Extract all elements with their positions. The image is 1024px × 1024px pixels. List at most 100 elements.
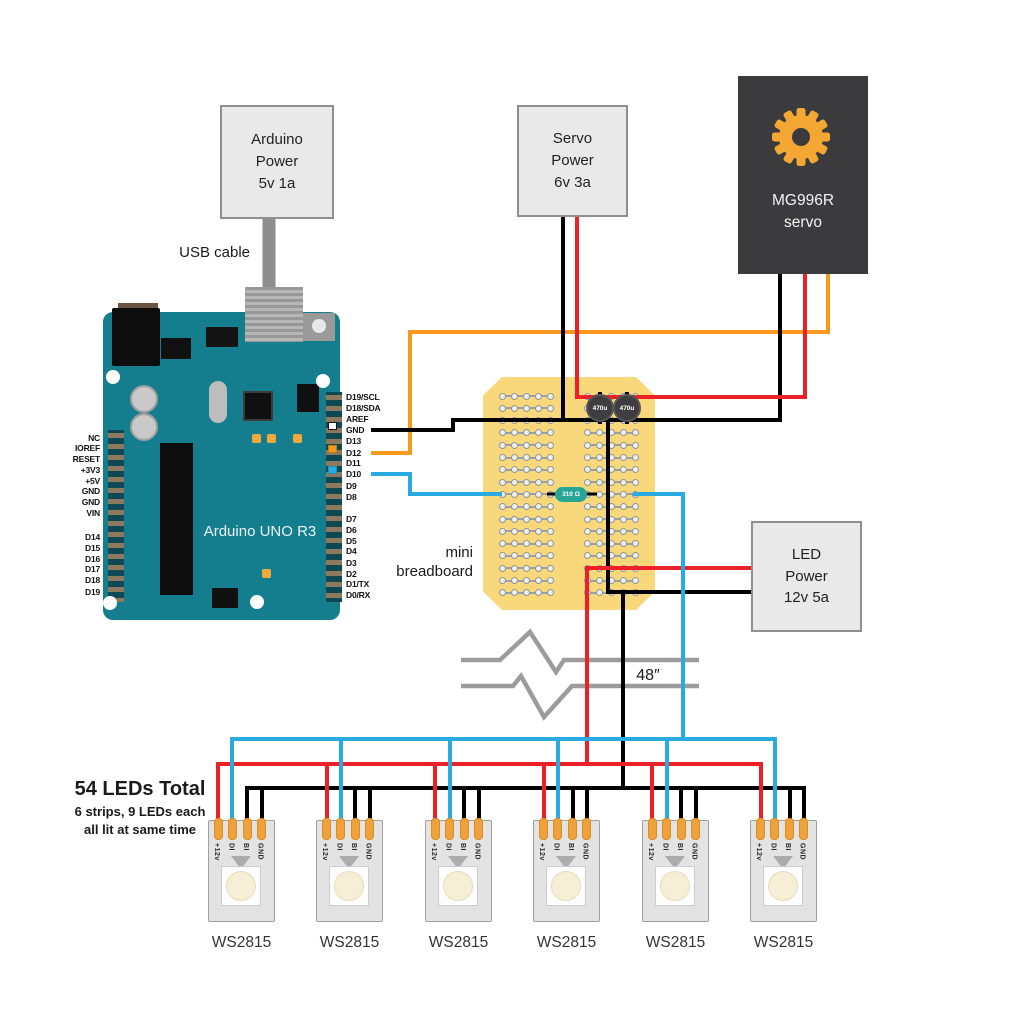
breadboard-hole xyxy=(631,540,639,548)
breadboard-hole xyxy=(522,527,530,535)
breadboard-hole xyxy=(534,577,542,584)
barrel-jack-top xyxy=(118,303,158,310)
resistor-310-ohm: 310 Ω xyxy=(555,487,587,502)
led-pixel xyxy=(660,871,690,901)
breadboard-hole xyxy=(534,417,542,425)
breadboard-hole xyxy=(583,478,591,486)
strip-pad-label: GND xyxy=(690,843,698,861)
direction-arrow-icon xyxy=(448,856,468,869)
breadboard-hole xyxy=(522,589,530,597)
breadboard-hole xyxy=(522,429,530,437)
direction-arrow-icon xyxy=(339,856,359,869)
breadboard-hole xyxy=(510,429,518,437)
usb-cable-label: USB cable xyxy=(179,244,250,261)
breadboard-hole xyxy=(546,441,554,449)
breadboard-hole xyxy=(534,478,542,486)
pin-label-left-d19: D19 xyxy=(85,587,100,597)
breadboard-hole xyxy=(498,404,506,412)
breadboard-hole xyxy=(534,392,542,400)
pin-label-right-aref: AREF xyxy=(346,414,369,424)
breadboard-hole xyxy=(619,503,627,511)
breadboard-hole xyxy=(546,552,554,560)
strip-pad-di xyxy=(228,818,237,840)
breadboard-hole xyxy=(522,466,530,474)
barrel-jack xyxy=(112,308,160,366)
breadboard-hole xyxy=(619,429,627,437)
breadboard-hole xyxy=(595,466,603,474)
breadboard-hole xyxy=(619,577,627,584)
right-pin-header xyxy=(326,392,342,602)
breadboard-hole xyxy=(522,503,530,511)
strip-pad-di xyxy=(445,818,454,840)
strip-pad-label: GND xyxy=(581,843,589,861)
breadboard-hole xyxy=(498,503,506,511)
breadboard-hole xyxy=(498,540,506,548)
breadboard-hole xyxy=(583,540,591,548)
mounting-hole xyxy=(106,370,120,384)
breadboard-hole xyxy=(595,589,603,597)
strip-pad-label: DI xyxy=(769,843,777,851)
led-rx xyxy=(262,569,271,578)
breadboard-hole xyxy=(510,404,518,412)
led-l xyxy=(267,434,276,443)
strip-pad-label: GND xyxy=(364,843,372,861)
breadboard-hole xyxy=(546,478,554,486)
pin-label-right-d13: D13 xyxy=(346,436,361,446)
breadboard-hole xyxy=(631,503,639,511)
breadboard-hole xyxy=(522,515,530,523)
led-pixel xyxy=(443,871,473,901)
breadboard-hole xyxy=(510,577,518,584)
strip-name-label: WS2815 xyxy=(319,934,380,951)
breadboard-hole xyxy=(522,454,530,461)
breadboard-hole xyxy=(631,589,639,597)
strip-pad-12v xyxy=(430,818,440,840)
breadboard-hole xyxy=(510,490,518,498)
breadboard-hole xyxy=(607,577,615,584)
breadboard-hole xyxy=(631,454,639,461)
strip-pad-12v xyxy=(755,818,765,840)
direction-arrow-icon xyxy=(231,856,251,869)
breadboard-hole xyxy=(631,429,639,437)
capacitor-470u-1: 470u xyxy=(586,394,614,422)
strip-pad-di xyxy=(336,818,345,840)
strip-pad-label: +12v xyxy=(755,843,762,861)
strip-pad-label: GND xyxy=(473,843,481,861)
strip-pad-label: BI xyxy=(784,843,791,851)
usb-connector xyxy=(245,287,303,342)
strip-pad-di xyxy=(770,818,779,840)
pin-label-right-d11: D11 xyxy=(346,458,361,468)
breadboard-hole xyxy=(510,466,518,474)
leds-detail2-label: all lit at same time xyxy=(84,822,196,837)
cable-length-label: 48″ xyxy=(636,667,660,684)
pin-label-left--5v: +5V xyxy=(85,476,100,486)
breadboard-hole xyxy=(534,515,542,523)
breadboard-hole xyxy=(631,478,639,486)
pin-label-right-d12: D12 xyxy=(346,448,361,458)
strip-pad-12v xyxy=(321,818,331,840)
capacitor-1 xyxy=(130,385,158,413)
breadboard-hole xyxy=(595,441,603,449)
header-pad xyxy=(328,466,337,474)
strip-name-label: WS2815 xyxy=(536,934,597,951)
breadboard-hole xyxy=(534,527,542,535)
capacitor-label: 470u xyxy=(592,404,608,412)
strip-pad-gnd xyxy=(799,818,808,840)
breadboard-hole xyxy=(631,490,639,498)
breadboard-hole xyxy=(510,441,518,449)
breadboard-hole xyxy=(607,466,615,474)
pin-label-right-d18-sda: D18/SDA xyxy=(346,403,381,413)
breadboard-hole xyxy=(546,564,554,572)
pin-label-left--3v3: +3V3 xyxy=(80,465,100,475)
breadboard-hole xyxy=(607,552,615,560)
strip-pad-gnd xyxy=(365,818,374,840)
breadboard-hole xyxy=(607,564,615,572)
header-pad xyxy=(328,445,337,453)
pin-label-left-d18: D18 xyxy=(85,575,100,585)
pin-label-right-d7: D7 xyxy=(346,514,357,524)
breadboard-hole xyxy=(498,466,506,474)
strip-pad-di xyxy=(553,818,562,840)
pin-label-left-gnd: GND xyxy=(81,497,100,507)
